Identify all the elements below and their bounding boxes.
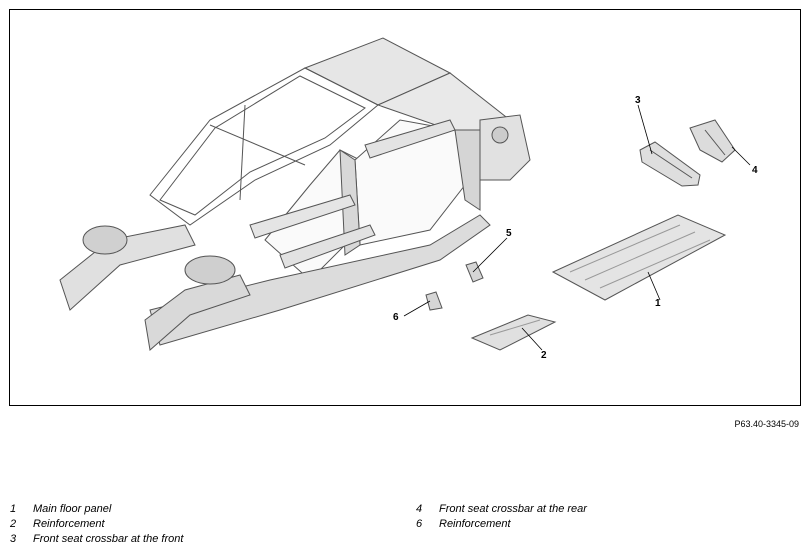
legend-item: 1 Main floor panel [10,502,183,517]
callout-2: 2 [541,350,547,361]
legend-text: Front seat crossbar at the rear [439,503,587,515]
diagram-frame: 3 4 1 2 5 6 [9,9,801,406]
part-front-seat-crossbar-front [639,141,701,187]
legend-number: 2 [10,518,17,530]
part-front-seat-crossbar-rear [689,119,736,163]
part-reinforcement-5 [465,261,484,283]
part-main-floor-panel [551,214,727,301]
callout-4: 4 [752,165,758,176]
legend-text: Main floor panel [33,503,112,515]
legend-text: Reinforcement [33,518,105,530]
callout-3: 3 [635,95,641,106]
part-reinforcement-2 [470,314,557,351]
legend-number: 1 [10,503,17,515]
legend-item: 3 Front seat crossbar at the front [10,532,183,547]
part-reinforcement-6 [425,291,443,311]
callout-6: 6 [393,312,399,323]
legend-text: Front seat crossbar at the front [33,533,184,545]
callout-1: 1 [655,298,661,309]
legend-left: 1 Main floor panel 2 Reinforcement 3 Fro… [10,502,183,547]
legend-item: 2 Reinforcement [10,517,183,532]
body-structure-illustration: 3 4 1 2 5 6 [59,37,758,361]
legend-right: 4 Front seat crossbar at the rear 6 Rein… [416,502,587,532]
legend-number: 3 [10,533,17,545]
leader-lines [403,104,751,351]
callout-5: 5 [506,228,512,239]
legend-text: Reinforcement [439,518,511,530]
legend-item: 6 Reinforcement [416,517,587,532]
car-body-shell [59,37,531,351]
legend-number: 4 [416,503,423,515]
legend-item: 4 Front seat crossbar at the rear [416,502,587,517]
figure-reference: P63.40-3345-09 [734,419,799,429]
legend-number: 6 [416,518,423,530]
